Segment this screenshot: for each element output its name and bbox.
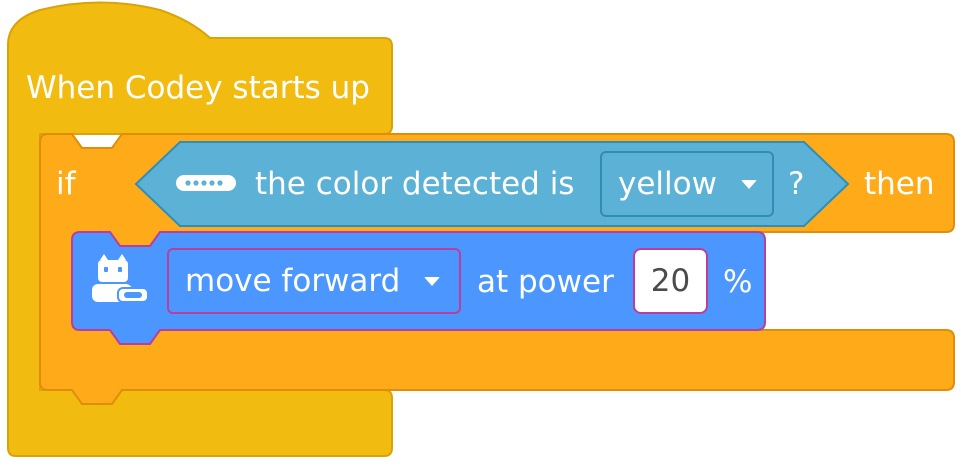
color-dropdown[interactable]: yellow	[600, 151, 774, 217]
then-label: then	[864, 166, 935, 202]
hat-block-label: When Codey starts up	[26, 70, 370, 106]
if-label: if	[56, 166, 76, 202]
question-mark-label: ?	[788, 166, 805, 202]
color-sensor-icon	[176, 175, 236, 191]
chevron-down-icon	[740, 179, 757, 189]
color-dropdown-value: yellow	[618, 166, 717, 202]
direction-dropdown-value: move forward	[185, 263, 401, 299]
condition-label: the color detected is	[255, 166, 575, 202]
chevron-down-icon	[424, 276, 441, 286]
direction-dropdown[interactable]: move forward	[167, 248, 461, 314]
percent-label: %	[723, 264, 753, 300]
rover-robot-icon	[92, 254, 149, 303]
at-power-label: at power	[477, 264, 614, 300]
power-input[interactable]: 20	[633, 248, 708, 314]
